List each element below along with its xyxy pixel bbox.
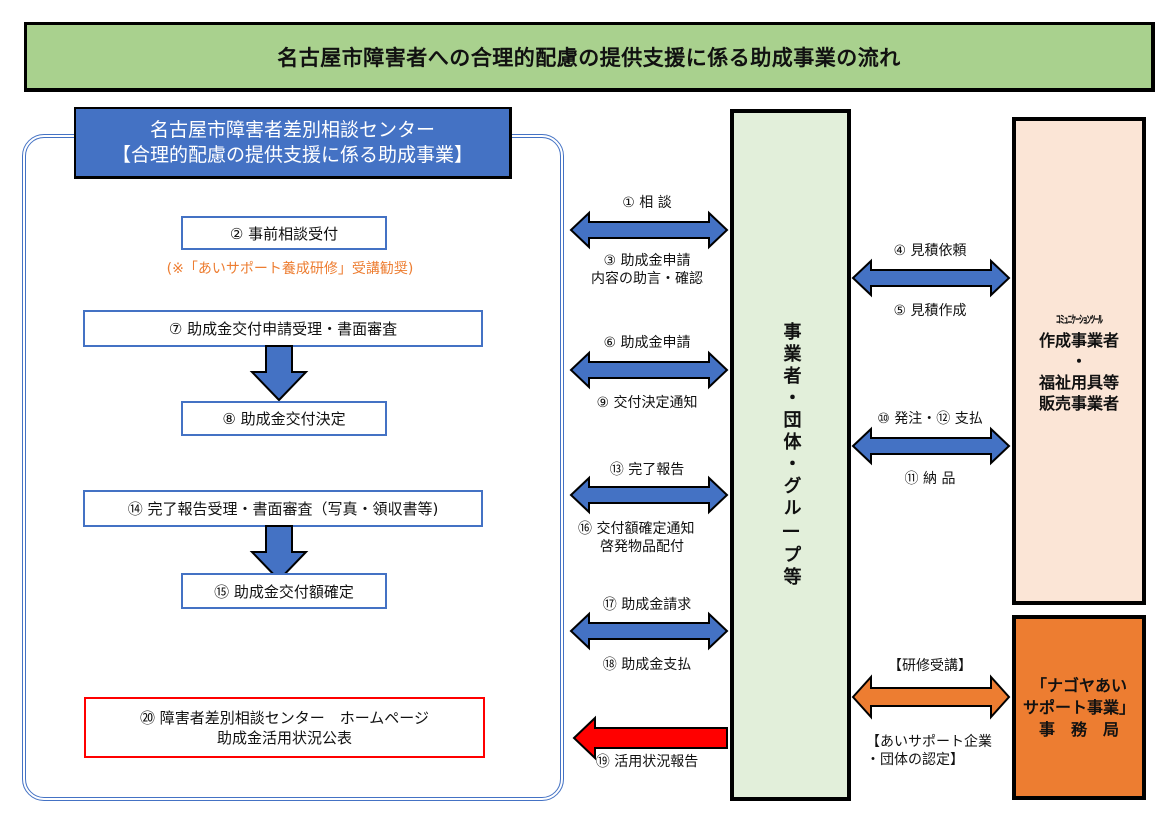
bidirectional-arrow-application [569, 350, 729, 390]
step-20-line2: 助成金活用状況公表 [216, 728, 352, 747]
flow-2-bottom-label: ⑨ 交付決定通知 [596, 395, 698, 411]
flow-4-top-label: ⑰ 助成金請求 [602, 597, 692, 613]
flow-1-top-label: ① 相 談 [622, 195, 672, 211]
flow-5-label: ⑲ 活用状況報告 [595, 754, 699, 770]
office-line1: 「ナゴヤあい [1030, 675, 1127, 695]
flow-1-bottom-line2: 内容の助言・確認 [591, 271, 703, 287]
bidirectional-arrow-training [851, 674, 1011, 720]
operators-column: 事業者・団体・グル—プ等 [730, 109, 851, 801]
flow-r3-bottom-line2: ・団体の認定】 [866, 752, 964, 768]
flow-r2-bottom-label: ⑪ 納 品 [904, 471, 956, 487]
flow-4-bottom-label: ⑱ 助成金支払 [602, 657, 692, 673]
consultation-center-header: 名古屋市障害者差別相談センター 【合理的配慮の提供支援に係る助成事業】 [74, 107, 512, 179]
step-2-box: ② 事前相談受付 [181, 216, 387, 250]
flow-1-bottom-line1: ③ 助成金申請 [603, 253, 691, 269]
vendor-line4: 福祉用具等 [1038, 372, 1119, 392]
bidirectional-arrow-completion [569, 475, 729, 515]
vendor-line1: ｺﾐｭﾆｹｰｼｮﾝﾂｰﾙ [1056, 312, 1103, 326]
bidirectional-arrow-payment [569, 611, 729, 651]
flow-3-bottom-label: ⑯ 交付額確定通知 啓発物品配付 [578, 520, 728, 556]
flow-r1-top-label: ④ 見積依頼 [893, 243, 967, 259]
office-line2: サポート事業」 [1022, 697, 1135, 717]
step-7-box: ⑦ 助成金交付申請受理・書面審査 [83, 310, 483, 347]
ai-support-office-box: 「ナゴヤあい サポート事業」 事 務 局 [1012, 615, 1146, 800]
flow-3-bottom-line2: 啓発物品配付 [600, 539, 684, 555]
flow-r3-bottom-label: 【あいサポート企業 ・団体の認定】 [866, 733, 1016, 769]
flow-r1-bottom-label: ⑤ 見積作成 [893, 303, 967, 319]
flow-3-bottom-line1: ⑯ 交付額確定通知 [578, 521, 695, 537]
step-8-box: ⑧ 助成金交付決定 [181, 401, 387, 436]
step-20-box: ⑳ 障害者差別相談センター ホームページ 助成金活用状況公表 [84, 697, 485, 758]
step-14-box: ⑭ 完了報告受理・書面審査（写真・領収書等) [83, 490, 483, 527]
down-arrow-14-to-15 [249, 525, 309, 582]
center-header-program: 【合理的配慮の提供支援に係る助成事業】 [111, 143, 473, 166]
left-arrow-usage-report [572, 715, 728, 761]
office-line3: 事 務 局 [1038, 719, 1119, 739]
diagram-title: 名古屋市障害者への合理的配慮の提供支援に係る助成事業の流れ [24, 22, 1155, 92]
flow-3-top-label: ⑬ 完了報告 [609, 462, 685, 478]
down-arrow-7-to-8 [249, 345, 309, 402]
training-recommendation-note: (※「あいサポート養成研修」受講勧奨) [166, 261, 414, 277]
bidirectional-arrow-estimate [851, 258, 1011, 298]
vendors-box: ｺﾐｭﾆｹｰｼｮﾝﾂｰﾙ 作成事業者 ・ 福祉用具等 販売事業者 [1012, 117, 1146, 605]
vendor-line5: 販売事業者 [1038, 393, 1119, 413]
operators-label: 事業者・団体・グル—プ等 [780, 321, 802, 589]
vendor-line3: ・ [1070, 351, 1087, 371]
vendor-line2: 作成事業者 [1038, 330, 1119, 350]
flow-1-bottom-label: ③ 助成金申請 内容の助言・確認 [572, 252, 722, 288]
flow-2-top-label: ⑥ 助成金申請 [603, 335, 691, 351]
flow-r3-top-label: 【研修受講】 [888, 658, 972, 674]
step-15-box: ⑮ 助成金交付額確定 [181, 573, 387, 609]
flow-r2-top-label: ⑩ 発注・⑫ 支払 [877, 411, 983, 427]
center-header-name: 名古屋市障害者差別相談センター [149, 118, 435, 141]
flow-r3-bottom-line1: 【あいサポート企業 [866, 734, 992, 750]
bidirectional-arrow-consult [569, 210, 729, 250]
step-20-line1: ⑳ 障害者差別相談センター ホームページ [139, 708, 430, 727]
bidirectional-arrow-order [851, 426, 1011, 466]
